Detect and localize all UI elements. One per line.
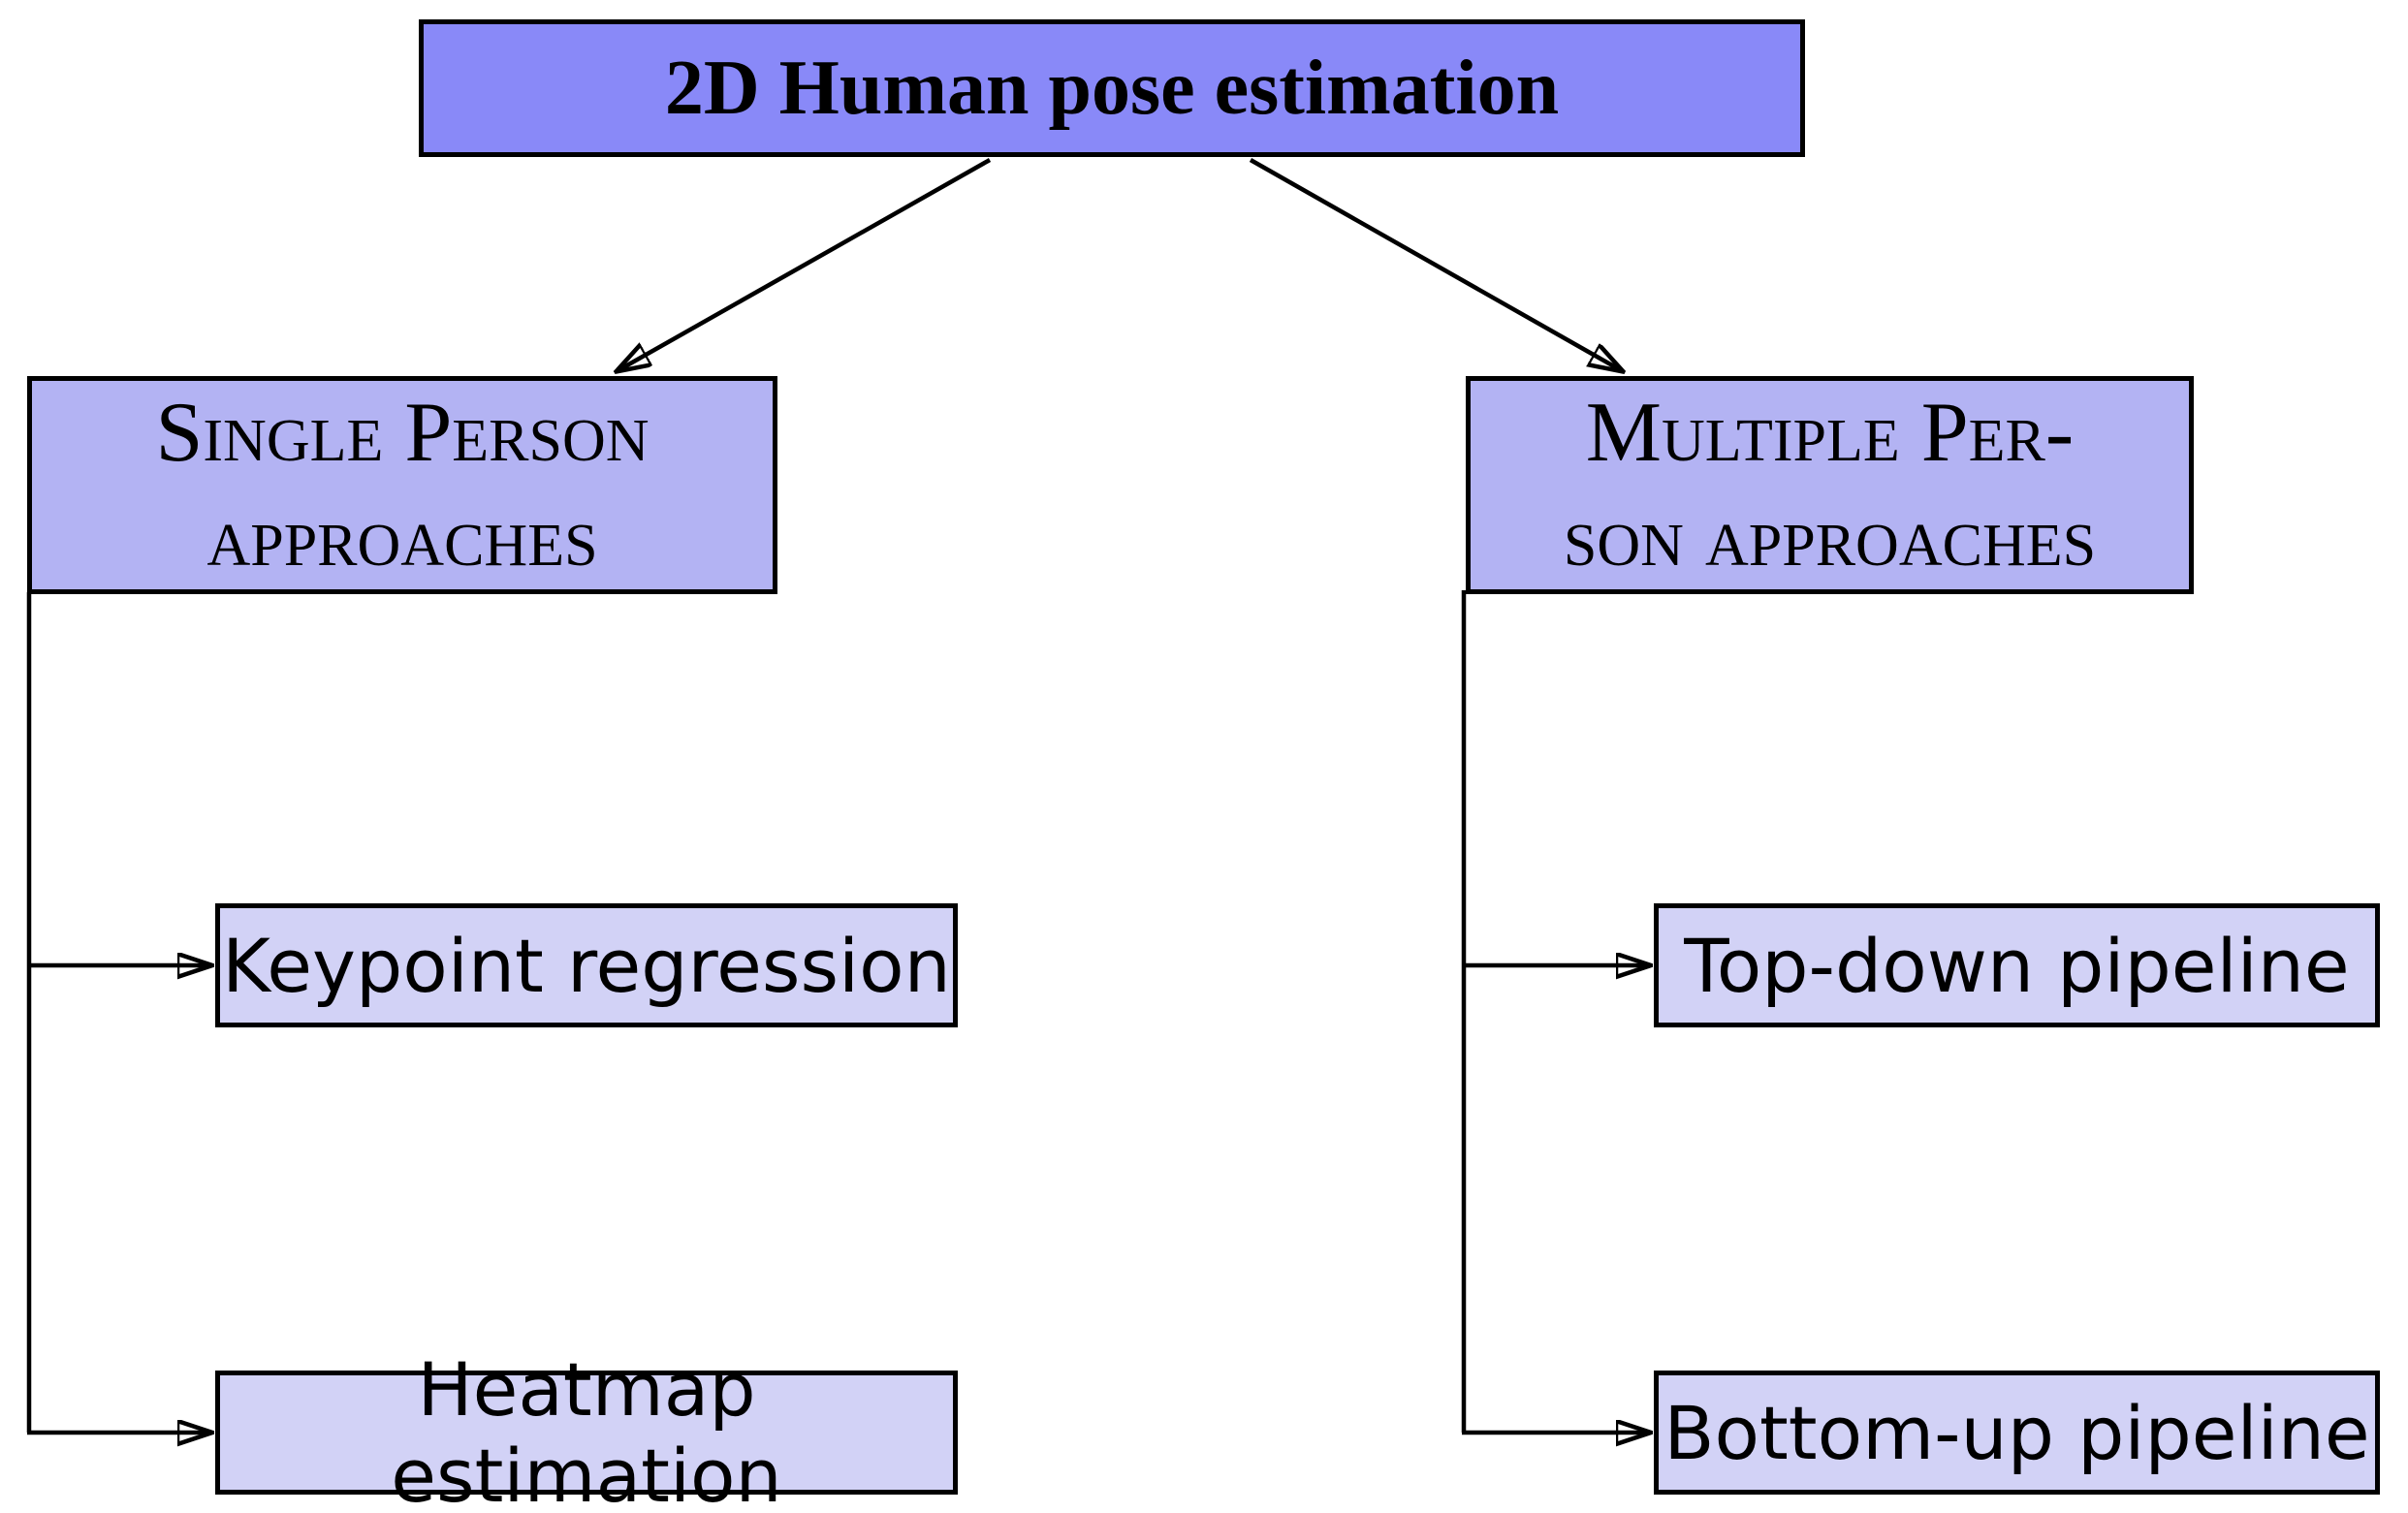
branch-label-line2: son approaches — [1563, 489, 2097, 584]
branch-label-line2: approaches — [206, 489, 598, 584]
leaf-node-label: Bottom-up pipeline — [1663, 1389, 2370, 1476]
leaf-node-top-down-pipeline: Top-down pipeline — [1654, 903, 2380, 1027]
leaf-node-label: Top-down pipeline — [1684, 922, 2350, 1009]
root-node-2d-human-pose-estimation: 2D Human pose estimation — [419, 19, 1805, 157]
branch-label-line1: Single Person — [155, 386, 650, 481]
leaf-node-label: Heatmap estimation — [391, 1346, 782, 1513]
branch-node-multiple-person-approaches: Multiple Per- son approaches — [1466, 376, 2194, 594]
root-node-label: 2D Human pose estimation — [664, 45, 1560, 131]
arrow-root-to-single-person — [618, 158, 992, 370]
branch-node-single-person-approaches: Single Person approaches — [27, 376, 777, 594]
leaf-node-bottom-up-pipeline: Bottom-up pipeline — [1654, 1371, 2380, 1495]
leaf-node-keypoint-regression: Keypoint regression — [215, 903, 958, 1027]
branch-label-line1: Multiple Per- — [1585, 386, 2075, 481]
arrow-root-to-multiple-person — [1249, 158, 1621, 370]
leaf-node-heatmap-estimation: Heatmap estimation — [215, 1346, 958, 1513]
leaf-node-label: Keypoint regression — [222, 922, 951, 1009]
